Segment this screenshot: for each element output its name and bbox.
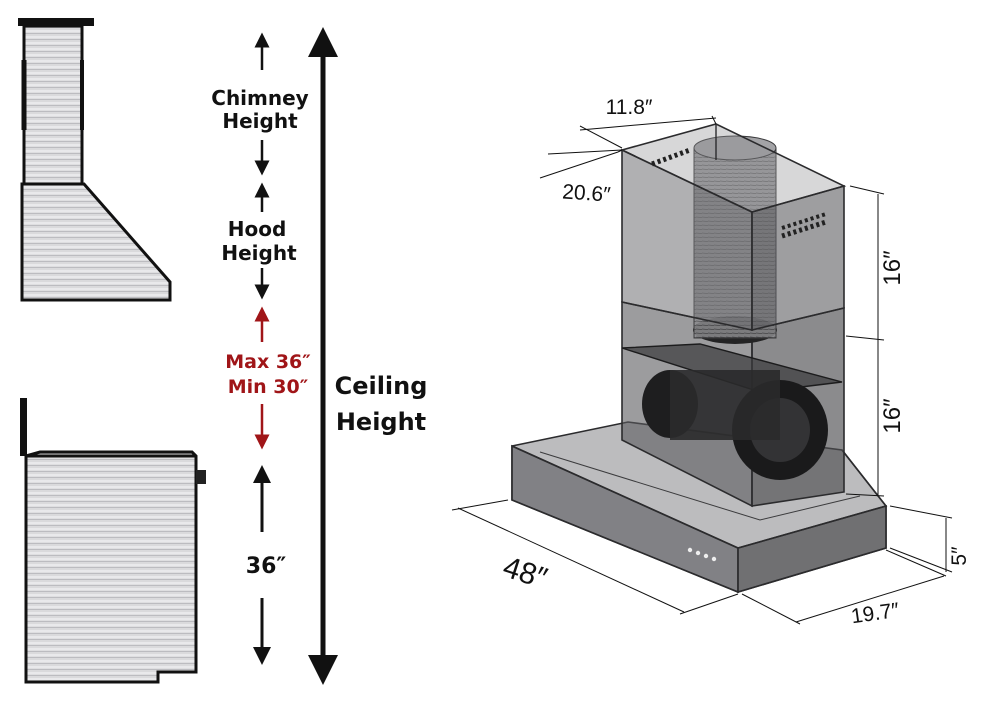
counter-height-label: 36″ bbox=[246, 554, 287, 579]
upper-chimney bbox=[619, 123, 847, 332]
range-side-profile bbox=[20, 398, 206, 684]
ceiling-label-line-1: Ceiling bbox=[335, 372, 428, 400]
dim-top-width-label: 11.8″ bbox=[606, 96, 653, 119]
vent-slots-left bbox=[651, 147, 691, 167]
blower-motor bbox=[642, 316, 828, 480]
dim-top-depth-label: 20.6″ bbox=[562, 180, 612, 206]
hood-3d-rendering bbox=[511, 123, 888, 594]
ceiling-label-line-2: Height bbox=[336, 408, 426, 436]
dimension-lines bbox=[451, 115, 953, 625]
vent-slots-right bbox=[781, 212, 827, 239]
chimney-label-line-2: Height bbox=[222, 109, 298, 133]
dim-lower-chimney-label: 16″ bbox=[879, 398, 906, 434]
clearance-max-label: Max 36″ bbox=[225, 351, 311, 373]
hood-side-profile bbox=[18, 18, 172, 302]
dim-hood-width-label: 48″ bbox=[499, 550, 551, 595]
dim-upper-chimney-label: 16″ bbox=[879, 250, 906, 286]
hood-label-line-2: Height bbox=[221, 241, 297, 265]
dim-hood-height-label: 5″ bbox=[948, 546, 971, 566]
chimney-label-line-1: Chimney bbox=[211, 86, 308, 110]
clearance-min-label: Min 30″ bbox=[228, 376, 309, 398]
hood-label-line-1: Hood bbox=[228, 217, 287, 241]
